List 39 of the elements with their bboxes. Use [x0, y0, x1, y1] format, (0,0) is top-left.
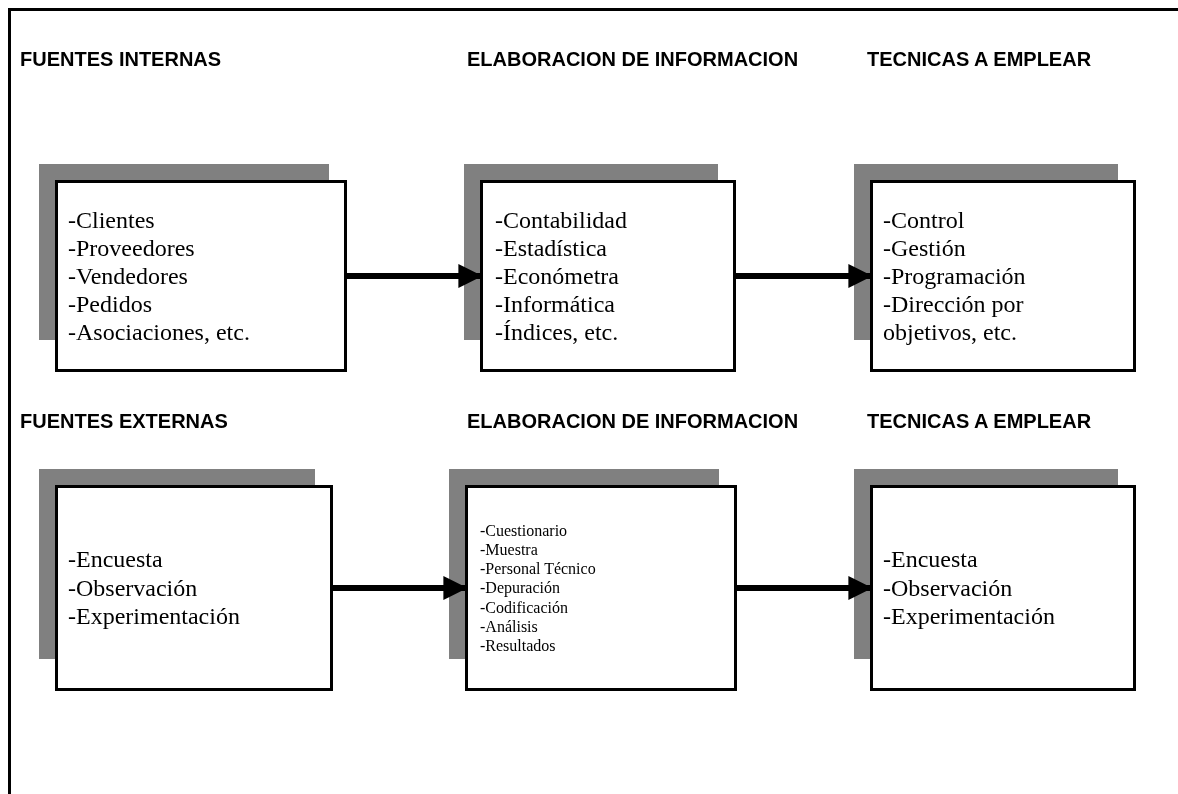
list-item: -Contabilidad [495, 205, 628, 234]
list-item: -Informática [495, 290, 616, 319]
list-item: -Índices, etc. [495, 318, 620, 347]
column-heading: FUENTES INTERNAS [20, 48, 222, 71]
list-item: -Dirección por objetivos, etc. [883, 290, 1025, 347]
list-box [870, 180, 1136, 372]
list-item: -Encuesta [883, 544, 979, 574]
list-item: -Estadística [495, 233, 608, 262]
column-heading: ELABORACION DE INFORMACION [467, 48, 799, 71]
list-item: -Experimentación [68, 602, 241, 632]
list-box [55, 485, 333, 691]
list-item: -Vendedores [68, 261, 189, 291]
list-item: -Económetra [495, 261, 620, 291]
list-item: -Asociaciones, etc. [68, 318, 251, 347]
list-item: -Programación [883, 261, 1027, 291]
list-item: -Cuestionario [480, 520, 569, 541]
list-box [870, 485, 1136, 691]
column-heading: FUENTES EXTERNAS [20, 410, 228, 433]
column-heading: TECNICAS A EMPLEAR [867, 410, 1092, 433]
list-item: -Proveedores [68, 233, 196, 262]
list-item: -Observación [68, 573, 199, 603]
list-box [55, 180, 347, 372]
list-item: -Experimentación [883, 602, 1056, 632]
column-heading: TECNICAS A EMPLEAR [867, 48, 1092, 71]
list-item: -Depuración [480, 578, 561, 598]
list-box [465, 485, 737, 691]
list-item: -Resultados [480, 635, 557, 656]
column-heading: ELABORACION DE INFORMACION [467, 410, 799, 433]
list-item: -Personal Técnico [480, 559, 597, 579]
list-item: -Muestra [480, 540, 539, 560]
list-item: -Pedidos [68, 290, 153, 319]
list-item: -Clientes [68, 205, 156, 234]
list-item: -Codificación [480, 597, 569, 617]
list-item: -Gestión [883, 233, 967, 262]
list-item: -Análisis [480, 616, 539, 636]
list-item: -Encuesta [68, 544, 164, 574]
list-box [480, 180, 736, 372]
list-item: -Control [883, 205, 966, 234]
list-item: -Observación [883, 573, 1014, 603]
